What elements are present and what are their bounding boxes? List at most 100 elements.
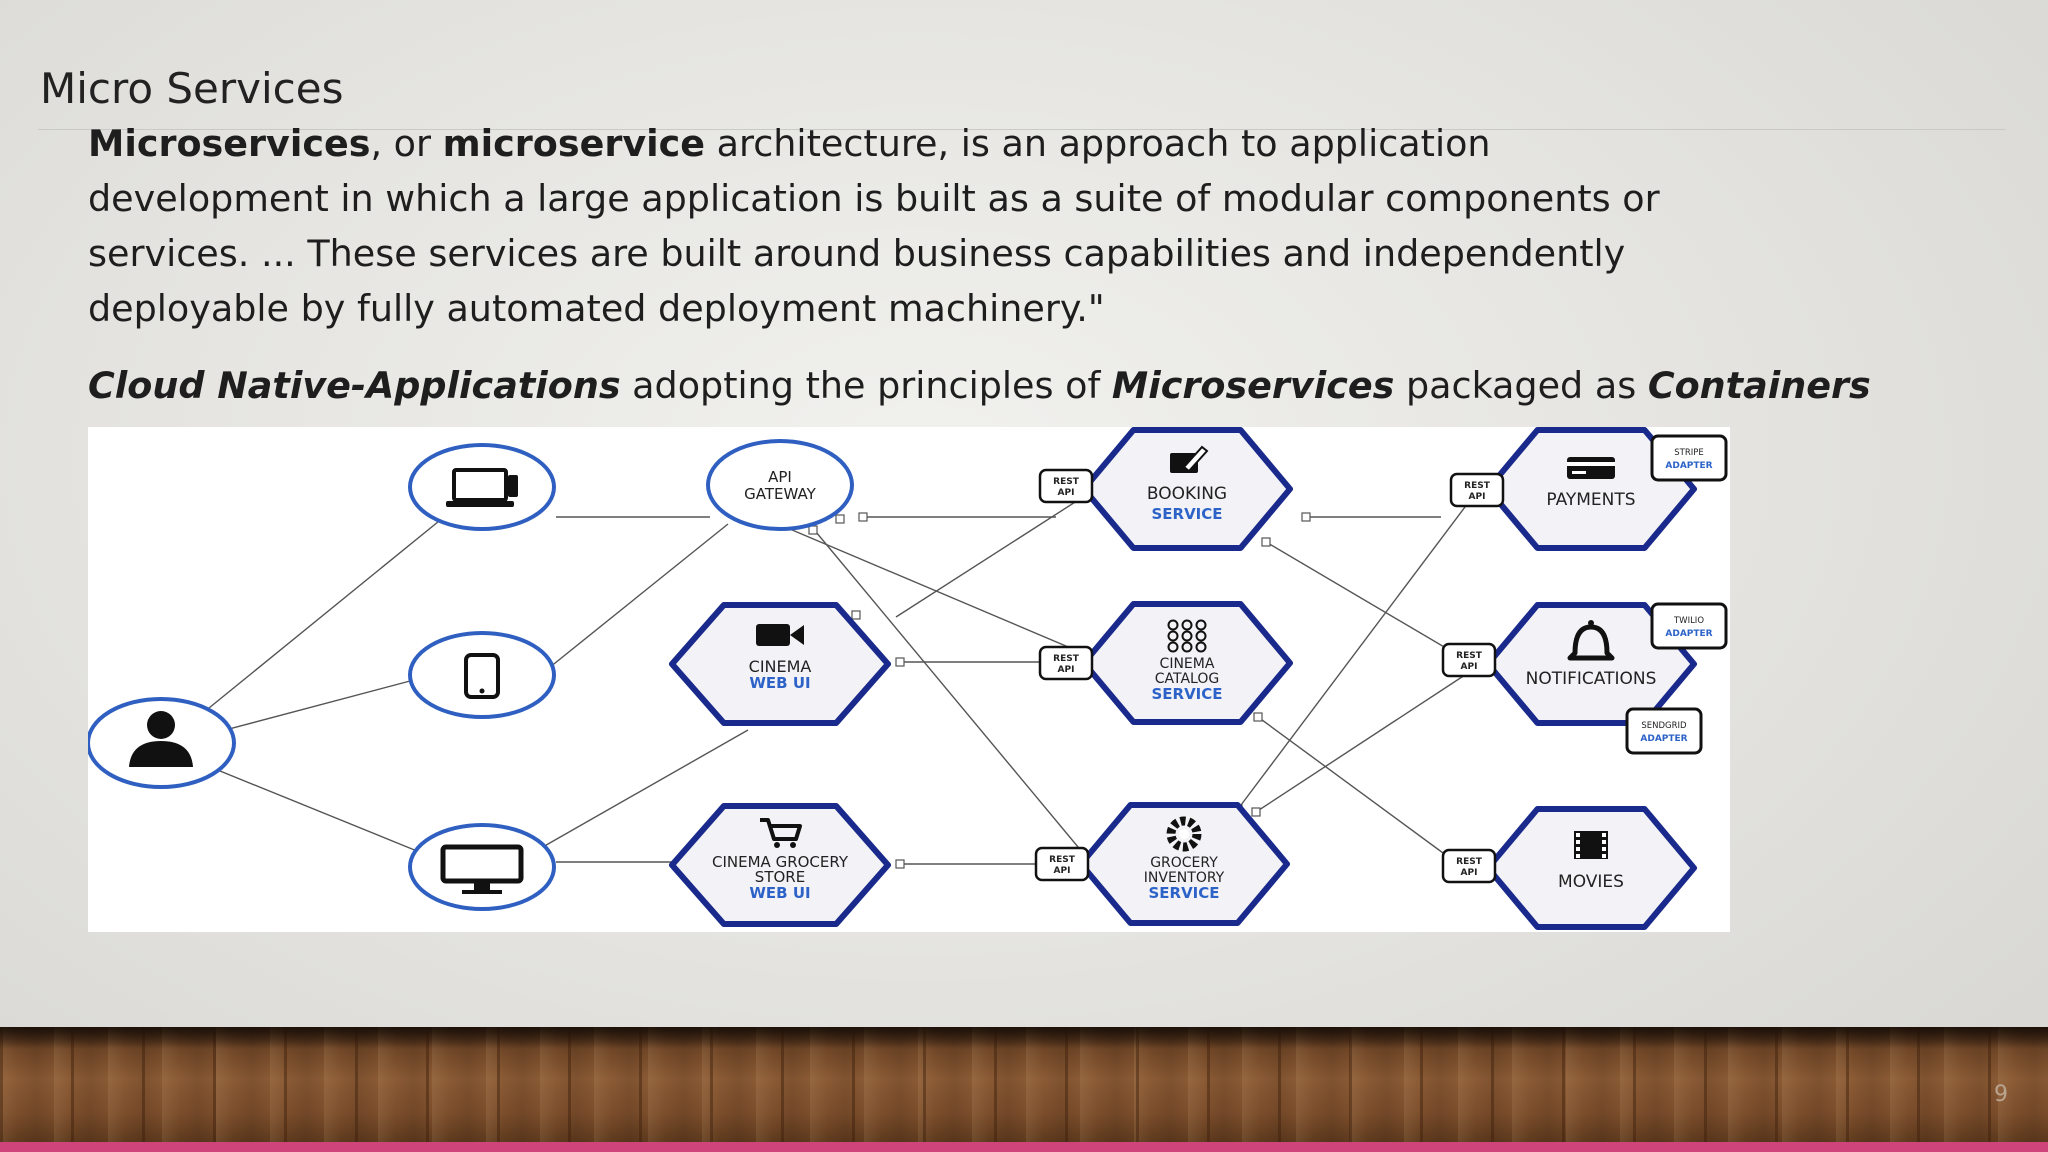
slide-title: Micro Services [40,64,344,113]
connector-port [1251,807,1261,817]
connector-line [1257,716,1459,865]
definition-paragraph: Microservices, or microservice architect… [88,116,1728,336]
term-microservices: Microservices [88,122,371,165]
rest-api-label: API [1461,868,1478,878]
movies-node-shape [1485,806,1697,930]
service-catalog-shape [1081,601,1293,725]
sendgrid-adapter-shape [1625,707,1703,755]
adapter-label: SENDGRID [1641,721,1687,731]
notifications-node: NOTIFICATIONS [1485,602,1697,726]
adapter-label: STRIPE [1674,448,1704,458]
cloud-native-paragraph: Cloud Native-Applications adopting the p… [88,358,1871,413]
grocery-web-ui-shape [669,803,891,927]
client-mobile-shape [408,631,556,719]
adapter-label: TWILIO [1673,616,1704,626]
rest-api-label: REST [1464,481,1491,491]
term-containers: Containers [1647,364,1871,407]
connector-port [808,525,818,535]
connector-line [533,729,749,853]
connector-line [815,531,1089,860]
rest-api-label: API [1058,665,1075,675]
pencil-note-icon [1170,445,1209,473]
connector-line [777,523,1107,664]
desktop-monitor-icon [440,844,524,894]
service-label: INVENTORY [1144,870,1225,886]
web-ui-sublabel: WEB UI [749,674,810,692]
client-mobile [408,631,556,719]
rest-api-label: API [1058,488,1075,498]
client-laptop-shape [408,443,556,531]
rest-api-label: REST [1049,855,1076,865]
service-label: CATALOG [1155,671,1219,687]
connector-port [1261,537,1271,547]
backend-label: MOVIES [1558,872,1624,892]
service-sublabel: SERVICE [1151,685,1222,703]
api-gateway-label: GATEWAY [744,485,816,503]
cinema-web-ui-shape [669,602,891,726]
twilio-adapter-shape [1650,602,1728,650]
title-divider [38,129,2006,130]
adapter-label: ADAPTER [1665,461,1712,471]
rest-api-label: REST [1053,654,1080,664]
client-laptop [408,443,556,531]
service-booking-shape [1081,427,1293,551]
rest-api-label: API [1054,866,1071,876]
mobile-phone-icon [464,653,500,699]
credit-card-icon [1567,457,1615,479]
shopping-cart-icon [760,818,802,848]
connector-port [895,657,905,667]
service-label: CINEMA [1160,656,1215,672]
web-ui-label: CINEMA GROCERY [712,853,849,871]
connector-line [895,496,1084,618]
connector-line [1237,498,1472,810]
web-ui-sublabel: WEB UI [749,884,810,902]
rest-api-label: REST [1456,857,1483,867]
rest-api-box-shape [1449,472,1505,508]
api-gateway-label: API [768,468,792,486]
film-strip-icon [1574,831,1608,859]
user-icon [129,711,193,767]
accent-bar [0,1142,2048,1152]
gear-icon [1166,816,1202,852]
connector-port [858,512,868,522]
connector-line [1265,541,1469,662]
rest-api-label: API [1469,492,1486,502]
connector-line [533,523,729,681]
term-microservice: microservice [442,122,706,165]
client-user [88,697,236,789]
service-label: BOOKING [1147,484,1227,504]
floor-shadow [0,1027,2048,1049]
stripe-adapter-shape [1650,434,1728,482]
video-camera-icon [756,624,804,646]
backend-label: PAYMENTS [1546,490,1635,510]
stripe-adapter: STRIPE ADAPTER [1650,434,1728,482]
adapter-label: ADAPTER [1665,629,1712,639]
paragraph-text: packaged as [1394,364,1648,407]
rest-api-box-shape [1441,848,1497,884]
connector-port [1253,712,1263,722]
paragraph-text: , or [370,122,443,165]
client-desktop-shape [408,823,556,911]
rest-api-label: API [1461,662,1478,672]
web-ui-label: STORE [755,868,805,886]
client-desktop [408,823,556,911]
connector-line [1255,672,1469,813]
rest-api-box-shape [1038,645,1094,681]
term-cloud-native: Cloud Native-Applications [88,364,621,407]
connector-port [1301,512,1311,522]
rest-api-label: REST [1456,651,1483,661]
service-sublabel: SERVICE [1148,884,1219,902]
rest-api-box-shape [1034,846,1090,882]
service-sublabel: SERVICE [1151,505,1222,523]
grid-dots-icon [1167,619,1207,653]
movies-node: MOVIES [1485,806,1697,930]
backend-label: NOTIFICATIONS [1526,669,1657,689]
